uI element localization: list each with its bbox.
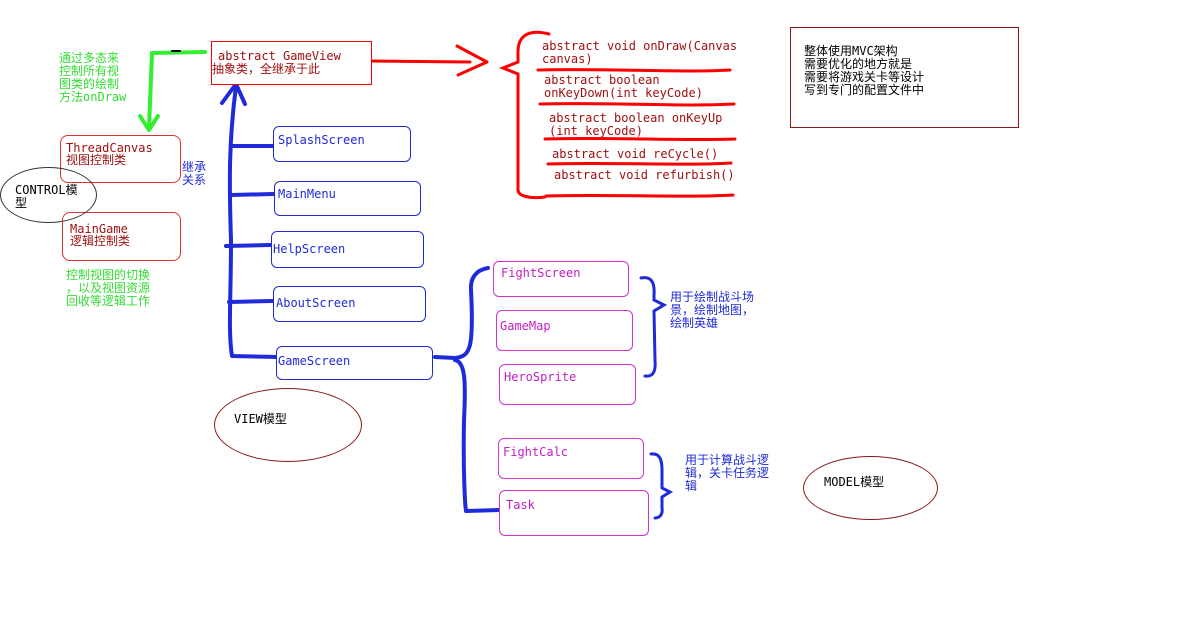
mvc-note-l1: 整体使用MVC架构	[804, 44, 898, 58]
method-ondraw-l2: canvas)	[542, 52, 593, 66]
control-model-l1: CONTROL模	[15, 183, 78, 197]
view-children-brace	[639, 276, 668, 378]
polymorphism-note-l1: 通过多态来	[59, 51, 120, 65]
base-class-name: abstract GameView	[218, 49, 341, 63]
method-onkeydown-l1: abstract boolean	[544, 73, 660, 87]
model-oval: MODEL模型	[803, 456, 938, 520]
mvc-note-box: 整体使用MVC架构 需要优化的地方就是 需要将游戏关卡等设计 写到专门的配置文件…	[790, 27, 1019, 128]
gs-fightscreen: FightScreen	[493, 261, 629, 297]
view-gamescreen: GameScreen	[276, 346, 433, 380]
method-onkeydown-l2: onKeyDown(int keyCode)	[544, 86, 703, 100]
view-splashscreen: SplashScreen	[273, 126, 411, 162]
main-game-box: MainGame 逻辑控制类	[62, 212, 181, 261]
model-fightcalc: FightCalc	[498, 438, 644, 479]
inheritance-label-l2: 关系	[182, 173, 207, 187]
method-refurbish: abstract void refurbish()	[554, 168, 735, 182]
model-task: Task	[499, 490, 649, 536]
view-helpscreen: HelpScreen	[271, 231, 424, 268]
view-model-label: VIEW模型	[234, 412, 287, 426]
method-onkeyup-l1: abstract boolean onKeyUp	[549, 111, 723, 125]
thread-canvas-name: ThreadCanvas	[66, 141, 153, 155]
control-note-l2: ，以及视图资源	[66, 281, 151, 295]
model-children-brace	[649, 452, 674, 520]
base-class-desc: 抽象类，全继承于此	[212, 62, 321, 76]
gs-herosprite: HeroSprite	[499, 364, 636, 405]
base-class-box: abstract GameView 抽象类，全继承于此	[211, 41, 372, 85]
mvc-note-l2: 需要优化的地方就是	[804, 57, 913, 71]
control-note-l3: 回收等逻辑工作	[66, 294, 151, 308]
inheritance-label-l1: 继承	[182, 160, 207, 174]
base-to-methods-arrow	[370, 44, 489, 77]
view-helpscreen-label: HelpScreen	[273, 242, 346, 256]
gs-gamemap: GameMap	[496, 310, 633, 351]
method-separators	[536, 68, 737, 198]
thread-canvas-desc: 视图控制类	[66, 153, 127, 167]
mvc-note-l4: 写到专门的配置文件中	[804, 83, 925, 97]
view-splashscreen-label: SplashScreen	[278, 133, 365, 147]
view-mainmenu: MainMenu	[274, 181, 421, 216]
methods-brace	[498, 30, 551, 200]
control-model-l2: 型	[15, 196, 28, 210]
polymorphism-note-l4: 方法onDraw	[59, 90, 127, 104]
gs-gamemap-label: GameMap	[500, 319, 551, 333]
view-mainmenu-label: MainMenu	[278, 187, 336, 201]
control-note-l1: 控制视图的切换	[66, 268, 151, 282]
model-note-l1: 用于计算战斗逻	[685, 453, 770, 467]
model-note-l2: 辑，关卡任务逻	[685, 466, 770, 480]
mvc-note-l3: 需要将游戏关卡等设计	[804, 70, 925, 84]
main-game-desc: 逻辑控制类	[70, 234, 131, 248]
gs-fightscreen-label: FightScreen	[501, 266, 581, 280]
gs-herosprite-label: HeroSprite	[504, 370, 577, 384]
method-recycle: abstract void reCycle()	[552, 147, 719, 161]
gs-note-l1: 用于绘制战斗场	[670, 290, 755, 304]
gs-note-l3: 绘制英雄	[670, 316, 719, 330]
view-model-oval: VIEW模型	[214, 388, 362, 462]
model-task-label: Task	[506, 498, 535, 512]
method-ondraw-l1: abstract void onDraw(Canvas	[542, 39, 738, 53]
polymorphism-note-l2: 控制所有视	[59, 64, 120, 78]
view-aboutscreen-label: AboutScreen	[276, 296, 356, 310]
view-gamescreen-label: GameScreen	[278, 354, 351, 368]
view-aboutscreen: AboutScreen	[273, 286, 426, 322]
control-model-oval: CONTROL模 型	[0, 167, 97, 223]
model-oval-label: MODEL模型	[824, 475, 885, 489]
main-game-name: MainGame	[70, 222, 128, 236]
gs-note-l2: 景，绘制地图，	[670, 303, 755, 317]
green-polymorphism-arrow	[138, 50, 207, 132]
model-fightcalc-label: FightCalc	[503, 445, 569, 459]
method-onkeyup-l2: (int keyCode)	[549, 124, 643, 138]
model-note-l3: 辑	[685, 479, 698, 493]
polymorphism-note-l3: 图类的绘制	[59, 77, 120, 91]
